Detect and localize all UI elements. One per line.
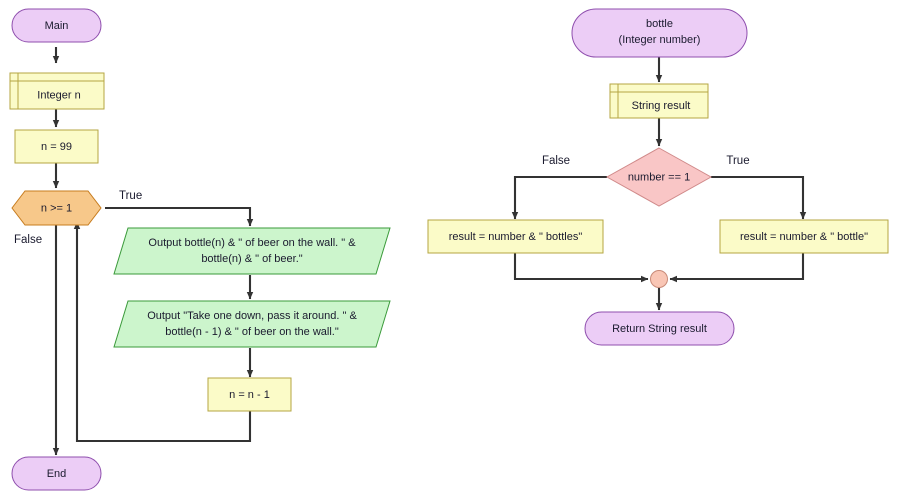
node-output-verse-1-line2: bottle(n) & " of beer." [201,253,302,265]
node-decrement-n-label: n = n - 1 [229,389,270,401]
declaration-outer-rect [9,72,105,110]
node-assign-n99[interactable] [14,129,99,164]
declaration-outer-rect-2 [609,83,709,119]
node-output-verse-1-line1: Output bottle(n) & " of beer on the wall… [148,237,356,249]
node-result-bottle-label: result = number & " bottle" [740,231,868,243]
node-bottle-start-line1: bottle [646,18,673,30]
node-decision-number-eq-1-label: number == 1 [628,171,690,183]
node-return-string-result[interactable] [584,311,735,346]
node-loop-condition[interactable] [11,190,102,226]
node-output-verse-2[interactable] [113,300,391,348]
main-flow-connectors [52,47,254,456]
node-declare-integer-n[interactable]: Integer n [9,72,105,110]
node-decision-number-eq-1[interactable] [605,147,713,207]
node-return-string-result-label: Return String result [612,323,707,335]
edge-true-to-merge [669,253,805,283]
node-declare-string-result[interactable]: String result [609,83,709,119]
node-main-start[interactable] [11,8,102,43]
node-main-start-label: Main [45,20,69,32]
edge-loop-true [105,206,254,227]
node-main-end[interactable] [11,456,102,491]
node-loop-condition-label: n >= 1 [41,202,72,214]
edge-loop-back [73,221,252,443]
node-bottle-start-line2: (Integer number) [619,34,701,46]
node-output-verse-1[interactable] [113,227,391,275]
node-main-end-label: End [47,468,67,480]
node-result-bottle[interactable] [719,219,889,254]
node-output-verse-2-line1: Output "Take one down, pass it around. "… [147,310,357,322]
node-assign-n99-label: n = 99 [41,141,72,153]
edge-decision-true [711,175,807,220]
node-declare-string-result-label: String result [632,100,691,112]
node-result-bottles-label: result = number & " bottles" [449,231,583,243]
edge-label-true-bottle: True [726,155,749,167]
bottle-function-group: bottle (Integer number) String result nu… [427,8,889,346]
edge-label-false-bottle: False [542,155,570,167]
node-declare-integer-n-label: Integer n [37,89,80,101]
edge-false-to-merge [513,253,649,283]
bottle-function-connectors [511,57,807,311]
merge-node-icon [650,270,668,288]
edge-decision-false [511,175,607,220]
node-result-bottles[interactable] [427,219,604,254]
edge-label-true-main: True [119,190,142,202]
node-decrement-n[interactable] [207,377,292,412]
node-output-verse-2-line2: bottle(n - 1) & " of beer on the wall." [165,326,339,338]
node-bottle-start[interactable] [571,8,748,58]
edge-label-false-main: False [14,234,42,246]
main-flow-group: Main Integer n n = 99 n >= 1 True False … [9,8,391,491]
